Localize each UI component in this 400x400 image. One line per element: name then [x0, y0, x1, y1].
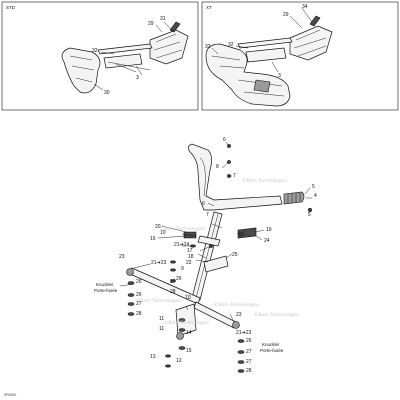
steering-assembly: ©Bom Technologies ©Bom Technologies ©Bom… — [4, 137, 317, 397]
std-handlebar-cover — [149, 29, 189, 65]
callout-9: 9 — [181, 266, 184, 272]
handlebar — [188, 143, 283, 211]
xt-pad — [205, 43, 291, 107]
xt-support — [245, 47, 287, 63]
callout-11b: 11 — [159, 326, 164, 332]
std-callout-31: 31 — [160, 16, 166, 22]
callout-12: 12 — [176, 358, 182, 364]
callout-28-left: 28 — [136, 311, 142, 317]
leader-lines — [119, 141, 312, 323]
callout-11a: 11 — [159, 316, 164, 322]
column-bracket — [203, 255, 229, 273]
callout-20: 20 — [155, 224, 161, 230]
xt-callout-34: 34 — [302, 4, 308, 10]
std-panel: STD 31 29 32 3 30 — [1, 1, 199, 111]
watermark: ©Bom Technologies — [214, 301, 260, 308]
std-support — [103, 53, 143, 69]
callout-19: 19 — [266, 227, 272, 233]
callout-26-col: 26 — [176, 276, 182, 282]
xt-cover-tab — [309, 15, 321, 27]
callout-23-left: 23 — [119, 254, 125, 260]
knuckle-right-line1: Knuckle/ — [262, 342, 280, 347]
knuckle-left-line2: Porte-fusée — [94, 288, 118, 293]
watermark: ©Bom Technologies — [164, 319, 210, 326]
std-callout-32: 32 — [92, 48, 98, 54]
figure-code: 0F0000 — [4, 393, 16, 397]
callout-26-right: 26 — [246, 338, 252, 344]
ball-joint-right — [232, 321, 240, 329]
xt-panel: XT 34 29 32 3 33 — [201, 1, 399, 111]
xt-handlebar-cover — [289, 25, 333, 61]
callout-22: 22 — [186, 260, 192, 266]
xt-bracket — [237, 37, 293, 49]
callout-21-23-right: 21➔23 — [236, 330, 252, 336]
std-panel-label: STD — [6, 5, 16, 10]
fasteners-left — [127, 281, 135, 316]
handlebar-grip — [283, 191, 305, 205]
xt-callout-3: 3 — [278, 73, 281, 79]
callout-27-left: 27 — [136, 301, 142, 307]
callout-5b: 5 — [308, 212, 311, 218]
knuckle-left-line1: Knuckle/ — [96, 282, 114, 287]
knuckle-right-line2: Porte-fusée — [260, 348, 284, 353]
xt-callout-32: 32 — [228, 42, 234, 48]
callout-27-col: 27 — [170, 279, 176, 285]
callout-6: 6 — [223, 137, 226, 143]
callout-5: 5 — [312, 184, 315, 190]
callout-26-left-b: 26 — [136, 292, 142, 298]
callout-24: 24 — [264, 238, 270, 244]
callout-28-right: 28 — [246, 368, 252, 374]
watermark: ©Bom Technologies — [160, 225, 206, 232]
std-cover-tab — [169, 21, 181, 33]
callout-27-right: 27 — [246, 349, 252, 355]
std-callout-29: 29 — [148, 21, 154, 27]
callout-21-23-left: 21➔23 — [151, 260, 167, 266]
callout-21-24-top: 21➔24 — [174, 242, 190, 248]
xt-pad-insert — [253, 79, 271, 93]
std-bracket — [97, 43, 153, 55]
xt-panel-label: XT — [206, 5, 212, 10]
xt-panel-frame — [201, 1, 399, 111]
callout-25: 25 — [232, 252, 238, 258]
ball-joint-left — [126, 268, 134, 276]
callout-23-right: 23 — [236, 312, 242, 318]
callout-17: 17 — [187, 248, 193, 254]
callout-6b: 6 — [202, 201, 205, 207]
std-panel-frame — [1, 1, 199, 111]
callout-28-col: 28 — [170, 289, 176, 295]
callout-10: 10 — [160, 230, 166, 236]
callout-15: 15 — [186, 348, 192, 354]
callout-26-left-a: 26 — [136, 279, 142, 285]
steering-lever-spring — [237, 227, 257, 239]
fasteners-column — [165, 144, 313, 368]
std-callout-3: 3 — [136, 75, 139, 81]
callout-16: 16 — [150, 236, 156, 242]
callout-27-right-b: 27 — [246, 359, 252, 365]
watermark: ©Bom Technologies — [242, 177, 288, 184]
column-clamp — [197, 235, 221, 247]
callout-13: 13 — [150, 354, 156, 360]
callout-18: 18 — [188, 254, 194, 260]
xt-callout-29: 29 — [283, 12, 289, 18]
callout-10b: 10 — [185, 295, 191, 301]
callout-7b: 7 — [206, 212, 209, 218]
fasteners-right — [237, 339, 245, 373]
callout-14: 14 — [186, 330, 192, 336]
steering-arm — [175, 303, 197, 337]
std-callout-30: 30 — [104, 90, 110, 96]
callout-7: 7 — [233, 173, 236, 179]
watermark: ©Bom Technologies — [254, 311, 300, 318]
xt-callout-33: 33 — [205, 44, 211, 50]
ball-joint-lower — [176, 332, 184, 340]
watermark: ©Bom Technologies — [136, 297, 182, 304]
callout-8: 8 — [216, 164, 219, 170]
std-pad — [61, 47, 101, 94]
callout-4: 4 — [314, 193, 317, 199]
